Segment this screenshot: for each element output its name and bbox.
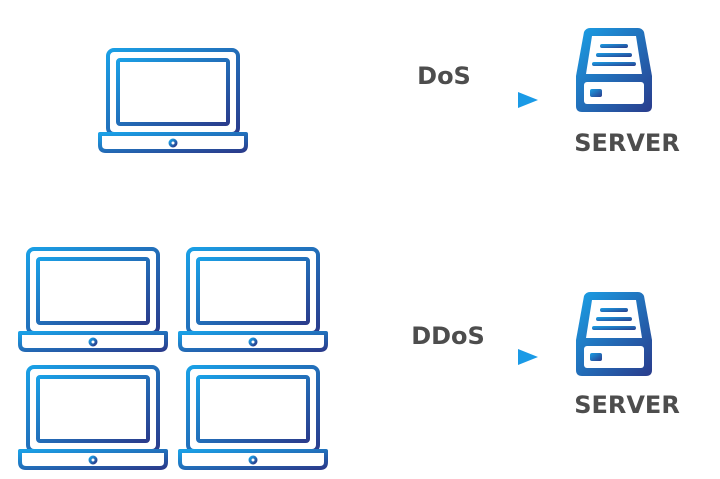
laptop-icon xyxy=(178,365,328,470)
server-label-top: SERVER xyxy=(574,129,680,157)
server-icon xyxy=(576,28,652,112)
laptop-icon xyxy=(18,247,168,352)
arrow-right-icon xyxy=(356,347,540,367)
arrow-right-icon xyxy=(356,90,540,110)
server-icon xyxy=(576,292,652,376)
ddos-label: DDoS xyxy=(411,322,485,350)
server-label-bottom: SERVER xyxy=(574,391,680,419)
dos-label: DoS xyxy=(417,62,471,90)
laptop-icon xyxy=(18,365,168,470)
ddos-row xyxy=(18,247,652,470)
laptop-icon xyxy=(98,48,248,153)
laptop-icon xyxy=(178,247,328,352)
